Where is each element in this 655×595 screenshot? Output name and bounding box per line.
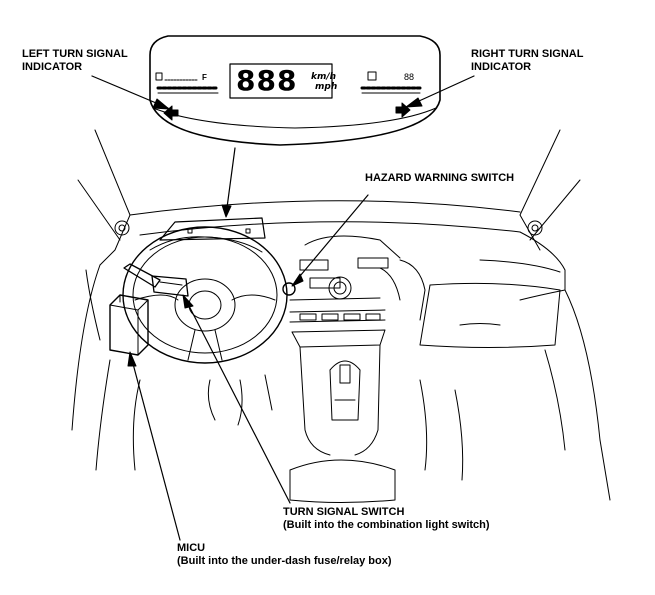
speed-unit-mph: mph [315,82,338,92]
trip-digits: 88 [404,72,415,82]
hazard-switch [282,282,296,296]
label-left-turn-indicator: LEFT TURN SIGNAL INDICATOR [22,48,128,73]
cabin-frame [71,129,611,501]
trip-display [360,71,422,94]
left-turn-arrow-icon [163,105,179,121]
floor-lines [132,374,464,481]
hazard-leader [294,194,369,283]
callout-leader-line [225,147,236,216]
micu-box [109,294,149,356]
label-micu: MICU (Built into the under-dash fuse/rel… [177,542,392,567]
turn-signal-leader [185,299,291,504]
instrument-cluster-callout [149,35,441,146]
label-right-turn-indicator: RIGHT TURN SIGNAL INDICATOR [471,48,584,73]
label-turn-signal-switch: TURN SIGNAL SWITCH (Built into the combi… [283,506,490,531]
fuel-gauge [155,72,220,94]
dash-cluster [159,217,266,241]
turn-signal-stalk [123,263,189,297]
micu-leader [131,359,181,541]
fuel-full-mark: F [202,73,207,82]
label-hazard-switch: HAZARD WARNING SWITCH [365,172,515,184]
speed-unit-kmh: km/h [311,72,337,82]
speed-digits: 888 [236,64,298,97]
right-turn-arrow-icon [395,102,411,118]
center-stack [289,235,426,503]
speed-display-frame [229,63,333,99]
